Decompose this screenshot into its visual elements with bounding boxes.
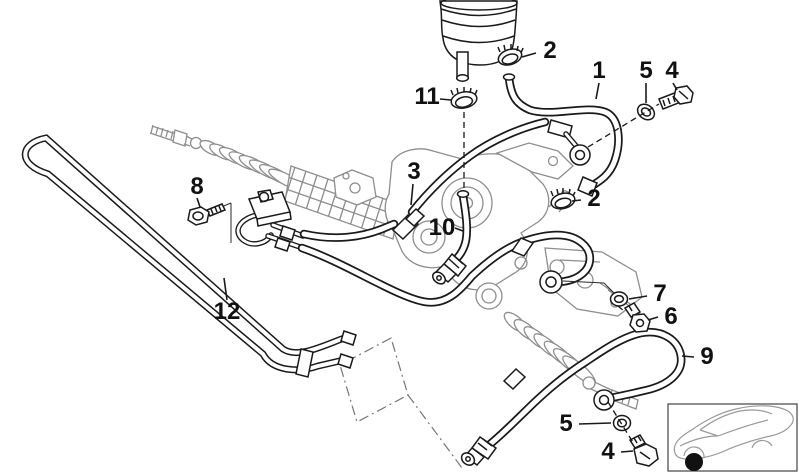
sealing-washer-valve bbox=[609, 291, 629, 307]
banjo-bolt-bottom bbox=[628, 434, 659, 467]
reservoir-spout bbox=[455, 51, 470, 82]
callout-1[interactable]: 1 bbox=[592, 57, 606, 84]
callout-2b[interactable]: 2 bbox=[587, 185, 601, 212]
steering-rack-assembly bbox=[149, 124, 643, 410]
sealing-washer-top bbox=[636, 103, 656, 121]
reference-plane-outline bbox=[339, 337, 463, 469]
callout-3[interactable]: 3 bbox=[407, 158, 421, 185]
oil-cooler-pipe bbox=[21, 134, 357, 378]
callout-5a[interactable]: 5 bbox=[639, 57, 653, 84]
fluid-reservoir bbox=[439, 0, 518, 82]
callout-11[interactable]: 11 bbox=[414, 83, 440, 110]
sealing-washer-bottom bbox=[612, 414, 632, 432]
hose-end-connector bbox=[460, 435, 498, 467]
callout-6[interactable]: 6 bbox=[664, 303, 678, 330]
callout-2a[interactable]: 2 bbox=[543, 37, 557, 64]
callout-12[interactable]: 12 bbox=[213, 298, 241, 325]
callout-5b[interactable]: 5 bbox=[559, 410, 573, 437]
suction-hose bbox=[502, 73, 623, 197]
banjo-bolt-valve bbox=[623, 302, 651, 333]
power-steering-hose bbox=[460, 327, 686, 467]
bracket-bolt bbox=[187, 203, 227, 226]
callout-7[interactable]: 7 bbox=[653, 280, 667, 307]
return-hose bbox=[299, 117, 591, 242]
tie-rod-left bbox=[149, 124, 203, 150]
hose-clamp-reservoir bbox=[497, 44, 524, 66]
rack-housing-tube bbox=[284, 165, 400, 240]
pressure-hose-lower bbox=[297, 230, 595, 307]
callout-10[interactable]: 10 bbox=[428, 214, 456, 241]
assembly-dashed-lines bbox=[463, 103, 660, 445]
callout-4a[interactable]: 4 bbox=[665, 57, 679, 84]
hose-clamp-suction bbox=[450, 87, 478, 110]
location-marker bbox=[685, 453, 703, 471]
car-inset bbox=[667, 403, 798, 472]
callout-4b[interactable]: 4 bbox=[601, 438, 615, 465]
quick-connector bbox=[431, 252, 468, 285]
suction-pipe bbox=[431, 190, 472, 285]
callout-leader-lines bbox=[196, 52, 695, 453]
hose-clamp-pump bbox=[550, 188, 576, 210]
callout-8[interactable]: 8 bbox=[190, 173, 204, 200]
banjo-bolt-top bbox=[658, 85, 694, 110]
pipe-bracket bbox=[213, 189, 306, 252]
callout-9[interactable]: 9 bbox=[700, 343, 714, 370]
